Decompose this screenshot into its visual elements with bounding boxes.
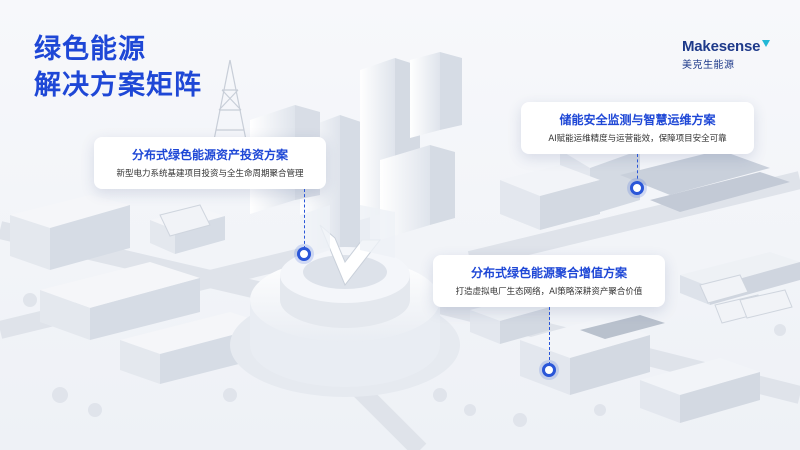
- central-hub: [230, 205, 460, 397]
- page-title: 绿色能源 解决方案矩阵: [34, 32, 202, 104]
- connector-line: [304, 189, 305, 249]
- title-line-2: 解决方案矩阵: [34, 70, 202, 101]
- card-aggregation-value: 分布式绿色能源聚合增值方案 打造虚拟电厂生态网络，AI策略深耕资产聚合价值: [433, 255, 665, 307]
- logo-triangle-icon: [762, 40, 771, 47]
- card-title: 储能安全监测与智慧运维方案: [559, 113, 716, 127]
- right-district: [470, 150, 800, 423]
- card-description: 新型电力系统基建项目投资与全生命周期聚合管理: [116, 169, 304, 179]
- transmission-tower: [213, 59, 247, 141]
- card-distributed-investment: 分布式绿色能源资产投资方案 新型电力系统基建项目投资与全生命周期聚合管理: [94, 137, 326, 189]
- card-description: AI赋能运维精度与运营能效，保障项目安全可靠: [548, 134, 727, 144]
- connector-line: [549, 307, 550, 365]
- location-marker-icon: [630, 181, 644, 195]
- logo-subtitle: 美克生能源: [682, 60, 735, 71]
- trees: [23, 293, 786, 427]
- title-line-1: 绿色能源: [34, 34, 146, 65]
- location-marker-icon: [542, 363, 556, 377]
- card-title: 分布式绿色能源资产投资方案: [131, 148, 288, 162]
- connector-line: [637, 154, 638, 184]
- card-title: 分布式绿色能源聚合增值方案: [470, 266, 627, 280]
- vehicles: [159, 204, 793, 324]
- location-marker-icon: [297, 247, 311, 261]
- brand-logo: Makesense 美克生能源: [682, 38, 772, 71]
- card-description: 打造虚拟电厂生态网络，AI策略深耕资产聚合价值: [455, 287, 643, 297]
- card-storage-om: 储能安全监测与智慧运维方案 AI赋能运维精度与运营能效，保障项目安全可靠: [521, 102, 754, 154]
- logo-wordmark: Makesense: [682, 38, 772, 55]
